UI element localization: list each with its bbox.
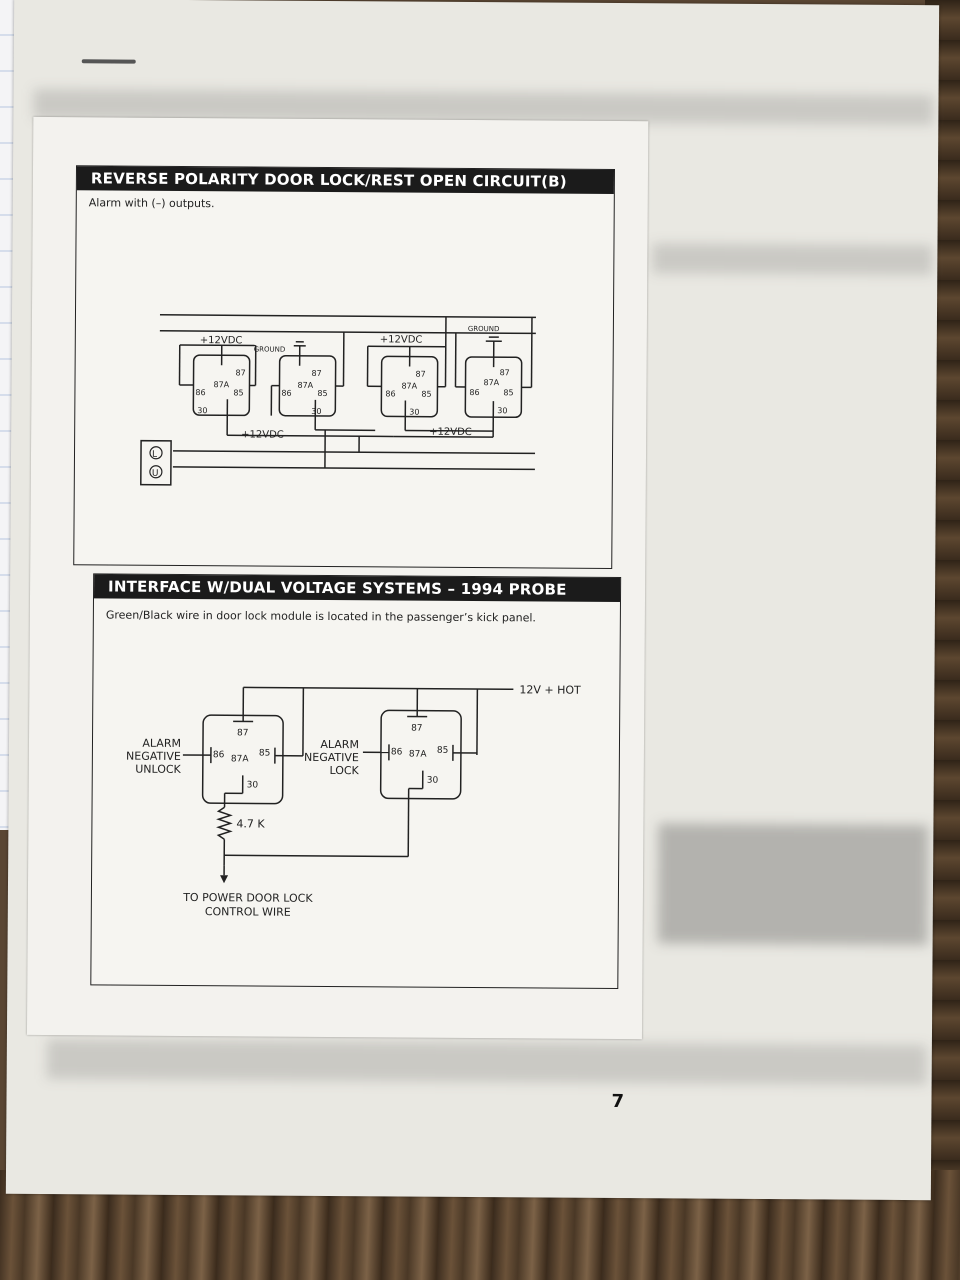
pin-30: 30 xyxy=(497,406,507,415)
alarm-lock-label: NEGATIVE xyxy=(304,751,359,764)
pin-30: 30 xyxy=(427,776,439,786)
dual-voltage-diagram: 87 87A 86 85 30 87 87A 86 85 30 12V + HO… xyxy=(126,683,581,919)
unlock-switch-icon xyxy=(149,465,163,479)
pin-86: 86 xyxy=(213,750,225,760)
resistor-label: 4.7 K xyxy=(236,817,265,830)
pin-87a: 87A xyxy=(213,380,229,389)
pin-86: 86 xyxy=(195,388,205,397)
manual-page: REVERSE POLARITY DOOR LOCK/REST OPEN CIR… xyxy=(26,116,649,1112)
pin-86: 86 xyxy=(391,747,403,757)
toner-smudge xyxy=(652,243,933,276)
pin-85: 85 xyxy=(437,746,449,756)
pin-85: 85 xyxy=(259,749,271,759)
alarm-lock-label: LOCK xyxy=(329,764,359,777)
pin-87: 87 xyxy=(312,369,322,378)
voltage-label: +12VDC xyxy=(429,427,472,438)
section-reverse-polarity: REVERSE POLARITY DOOR LOCK/REST OPEN CIR… xyxy=(73,165,616,569)
reverse-polarity-diagram: 87 87A 86 85 30 87 87A 86 85 30 87 87A 8… xyxy=(140,314,536,486)
lock-switch-icon xyxy=(149,446,163,460)
pin-30: 30 xyxy=(409,408,419,417)
pin-86: 86 xyxy=(469,388,479,397)
pin-87: 87 xyxy=(237,728,249,738)
pin-85: 85 xyxy=(233,388,243,397)
pin-85: 85 xyxy=(503,388,513,397)
pin-87: 87 xyxy=(236,368,246,377)
ground-label: GROUND xyxy=(468,325,500,333)
pin-87a: 87A xyxy=(409,750,428,760)
voltage-label: +12VDC xyxy=(380,334,423,345)
arrow-down-icon xyxy=(220,875,229,884)
pin-86: 86 xyxy=(385,389,395,398)
alarm-unlock-label: ALARM xyxy=(142,737,181,750)
power-lock-label: TO POWER DOOR LOCK xyxy=(182,891,313,905)
pin-85: 85 xyxy=(421,390,431,399)
pin-30: 30 xyxy=(247,780,259,790)
pin-87a: 87A xyxy=(483,378,499,387)
pin-87: 87 xyxy=(411,724,423,734)
hot-label: 12V + HOT xyxy=(519,683,581,696)
pin-87a: 87A xyxy=(401,381,417,390)
toner-smudge xyxy=(46,1039,927,1086)
paper-clip-mark xyxy=(81,59,136,64)
pin-30: 30 xyxy=(311,407,321,416)
photocopy-sheet: REVERSE POLARITY DOOR LOCK/REST OPEN CIR… xyxy=(5,0,940,1201)
section-dual-voltage: INTERFACE W/DUAL VOLTAGE SYSTEMS – 1994 … xyxy=(90,573,622,990)
page-number: 7 xyxy=(611,1090,625,1113)
pin-87a: 87A xyxy=(297,381,313,390)
alarm-lock-label: ALARM xyxy=(320,738,359,751)
power-lock-label: CONTROL WIRE xyxy=(205,905,291,919)
switch-unlock-label: U xyxy=(152,469,159,479)
pin-87a: 87A xyxy=(231,754,250,764)
pin-87: 87 xyxy=(500,368,510,377)
ground-label: GROUND xyxy=(254,345,286,353)
pin-86: 86 xyxy=(281,389,291,398)
voltage-label: +12VDC xyxy=(200,335,243,346)
pin-30: 30 xyxy=(197,406,207,415)
alarm-unlock-label: NEGATIVE xyxy=(126,750,181,763)
pin-87: 87 xyxy=(416,370,426,379)
voltage-label: +12VDC xyxy=(241,429,284,440)
alarm-unlock-label: UNLOCK xyxy=(135,763,181,776)
toner-smudge xyxy=(657,823,929,946)
pin-85: 85 xyxy=(317,389,327,398)
switch-lock-label: L xyxy=(152,450,157,460)
